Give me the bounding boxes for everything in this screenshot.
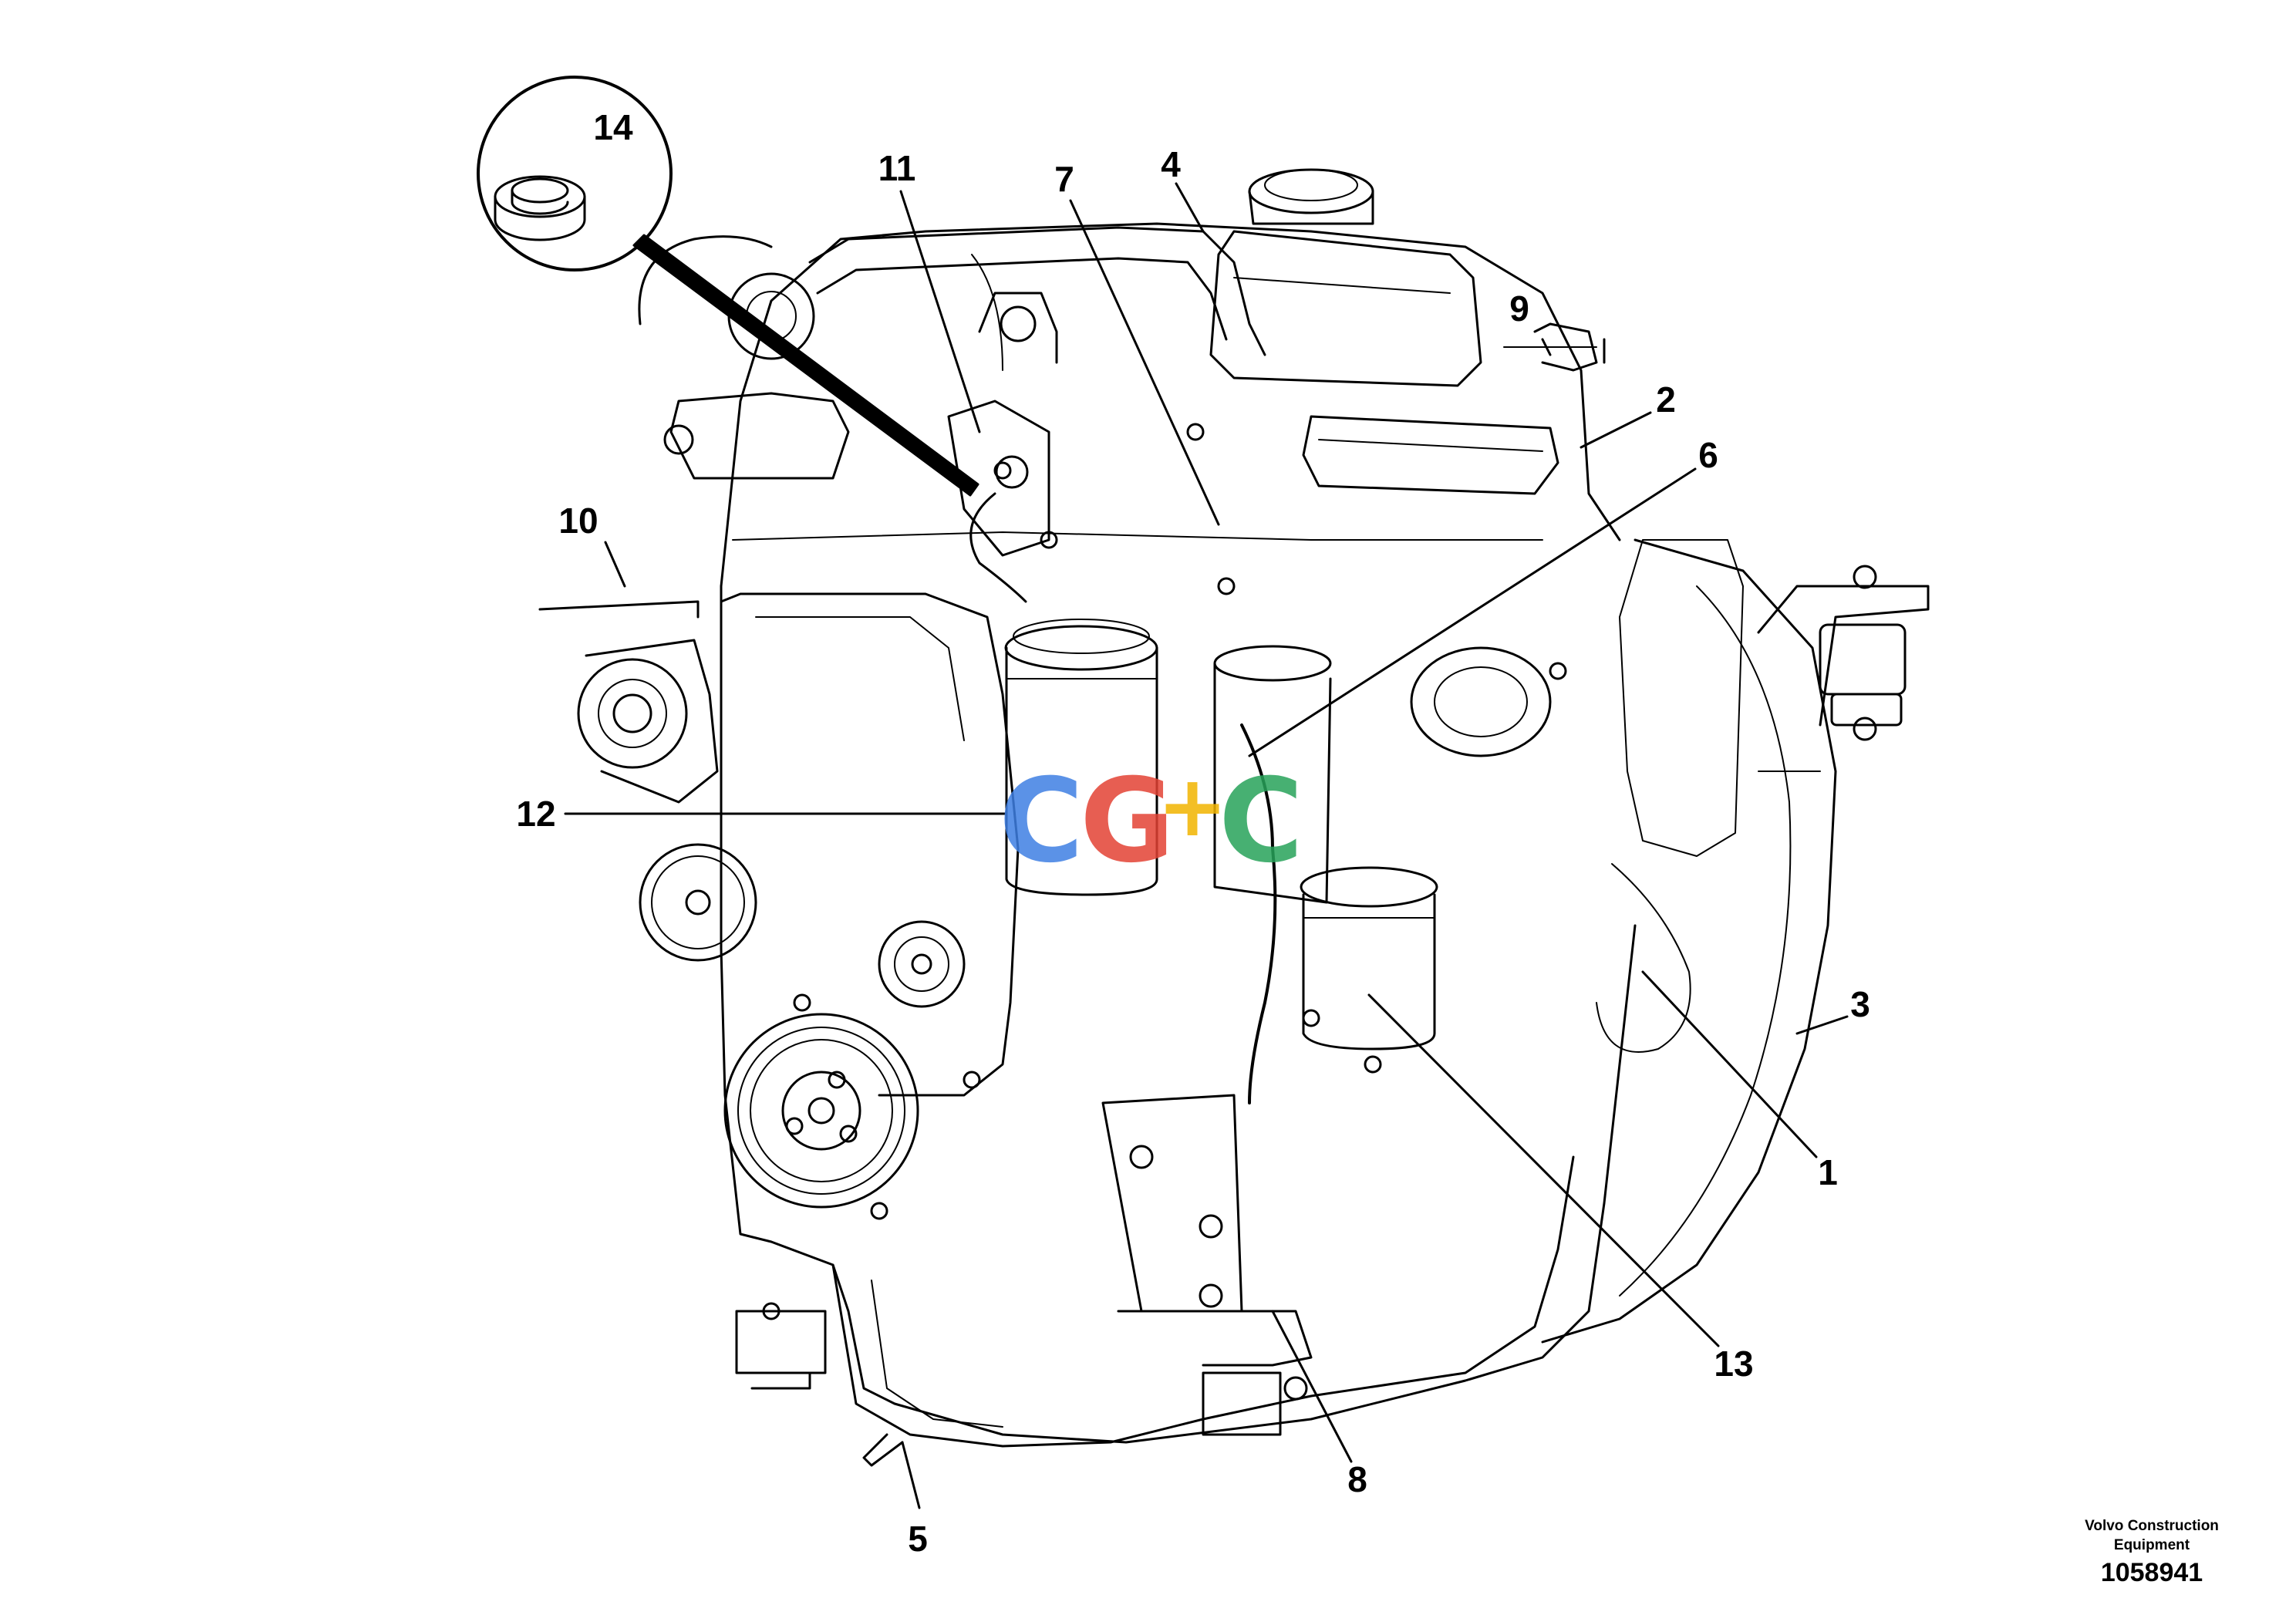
callout-5: 5 — [908, 1519, 928, 1559]
detail-inset-seal-ring — [477, 76, 979, 497]
callout-12: 12 — [516, 794, 556, 834]
callout-4: 4 — [1161, 144, 1181, 184]
leader-7 — [1069, 199, 1220, 526]
leader-9 — [1541, 338, 1552, 356]
callout-14: 14 — [593, 107, 633, 147]
leader-8 — [1271, 1310, 1353, 1463]
watermark-letter-3: + — [1157, 757, 1229, 855]
callout-10: 10 — [558, 501, 598, 541]
engine-body — [538, 168, 1930, 1467]
leader-3 — [1795, 1015, 1849, 1035]
callout-2: 2 — [1656, 379, 1676, 420]
brand-line-1: Volvo Construction — [2085, 1518, 2219, 1534]
callout-1: 1 — [1818, 1152, 1838, 1192]
callout-11: 11 — [878, 148, 916, 188]
watermark-letter-4: C — [1219, 754, 1304, 889]
callout-8: 8 — [1347, 1459, 1367, 1499]
leader-13 — [1367, 993, 1720, 1347]
callout-6: 6 — [1698, 435, 1718, 475]
leader-lines — [564, 182, 1849, 1509]
callout-9: 9 — [1509, 288, 1529, 329]
watermark-letter-2: G — [1080, 754, 1175, 889]
figure-number: 1058941 — [2100, 1558, 2203, 1587]
leader-11 — [899, 190, 981, 433]
callout-7: 7 — [1054, 159, 1074, 199]
brand-line-2: Equipment — [2113, 1537, 2190, 1553]
leader-6 — [1248, 467, 1697, 757]
leader-4 — [1175, 182, 1205, 233]
callout-3: 3 — [1850, 984, 1870, 1024]
leader-5 — [901, 1441, 921, 1509]
leader-10 — [604, 541, 626, 588]
leader-2 — [1580, 411, 1652, 449]
callout-13: 13 — [1714, 1344, 1754, 1384]
leader-1 — [1641, 970, 1818, 1158]
watermark-letter-1: C — [999, 754, 1084, 889]
